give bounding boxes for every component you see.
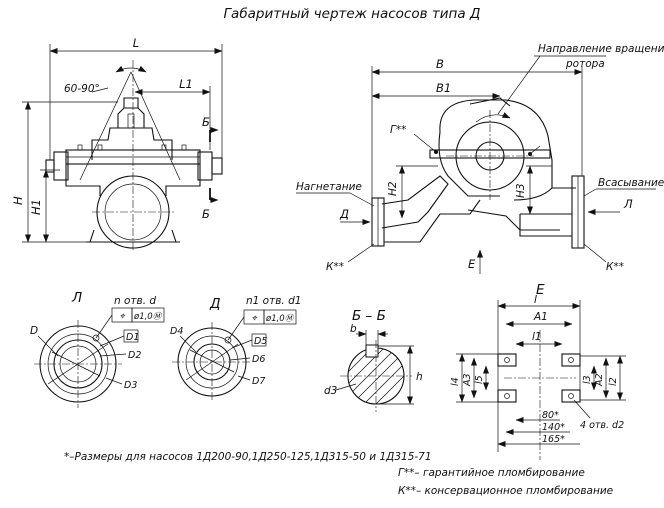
dim-A1-label: A1 bbox=[533, 311, 548, 323]
dim-D4-label: D4 bbox=[170, 326, 183, 337]
dim-H1-label: H1 bbox=[29, 199, 43, 215]
view-e-title: E bbox=[536, 282, 545, 298]
dim-L-label: L bbox=[133, 36, 139, 50]
dim-140-label: 140* bbox=[542, 422, 565, 433]
view-d-arrow-label: Д bbox=[339, 207, 349, 221]
dim-l4-label: l4 bbox=[450, 377, 461, 386]
g-note: Г**– гарантийное пломбирование bbox=[398, 467, 585, 479]
view-l-title: Л bbox=[71, 290, 82, 306]
dim-b-label: b bbox=[350, 323, 357, 335]
dim-H-label: H bbox=[11, 196, 25, 205]
dim-L1-label: L1 bbox=[179, 77, 193, 91]
dim-d3-label: d3 bbox=[324, 385, 337, 397]
section-bb-title: Б – Б bbox=[352, 308, 386, 324]
view-l-arrow-label: Л bbox=[623, 197, 633, 211]
dim-H2-label: H2 bbox=[387, 181, 399, 196]
seal-k-right-label: К** bbox=[606, 261, 624, 273]
section-mark-top: Б bbox=[202, 115, 210, 129]
seal-k-left-label: К** bbox=[326, 261, 344, 273]
view-l-tol-symbol: ⌖ bbox=[119, 311, 126, 322]
rotation-label-line2: ротора bbox=[565, 58, 605, 70]
drawing-title: Габаритный чертеж насосов типа Д bbox=[224, 6, 481, 22]
dim-l3-label: l3 bbox=[582, 375, 593, 384]
dim-D2-label: D2 bbox=[128, 350, 141, 361]
dim-D3-label: D3 bbox=[124, 380, 137, 391]
view-e-arrow-label: E bbox=[468, 257, 476, 271]
dim-H3-label: H3 bbox=[515, 183, 527, 198]
seal-g-label: Г** bbox=[390, 124, 406, 136]
suction-label: Всасывание bbox=[598, 177, 664, 189]
view-l-holes-label: n отв. d bbox=[114, 295, 156, 307]
view-d-tol-value: ø1,0Ⓜ bbox=[265, 313, 295, 324]
dim-l-label: l bbox=[534, 294, 537, 306]
dim-80-label: 80* bbox=[542, 410, 559, 421]
dim-D7-label: D7 bbox=[252, 376, 265, 387]
view-e-holes-label: 4 отв. d2 bbox=[580, 420, 624, 431]
dim-B1-label: B1 bbox=[436, 81, 451, 95]
section-bb: Б – Б b h d3 bbox=[324, 308, 423, 412]
front-view: L L1 60-90° H H1 bbox=[11, 36, 223, 252]
dim-l5-label: l5 bbox=[474, 375, 485, 384]
rotation-label-line1: Направление вращения bbox=[538, 43, 664, 55]
dim-h-label: h bbox=[416, 371, 423, 383]
view-e-base: E l A1 l1 l4 A3 l5 bbox=[450, 282, 626, 460]
view-d-tol-symbol: ⌖ bbox=[251, 313, 258, 324]
view-d-title: Д bbox=[209, 296, 221, 312]
dim-D-label: D bbox=[30, 325, 38, 337]
dim-D5-label: D5 bbox=[254, 336, 267, 347]
view-d-holes-label: n1 отв. d1 bbox=[246, 295, 301, 307]
view-l-flange: Л n отв. d ⌖ ø1,0Ⓜ D D1 D2 D3 bbox=[30, 290, 165, 408]
dim-l1-label: l1 bbox=[532, 331, 542, 343]
dim-l2-label: l2 bbox=[608, 377, 619, 386]
sizes-note: *–Размеры для насосов 1Д200-90,1Д250-125… bbox=[64, 451, 432, 463]
dim-B-label: B bbox=[436, 57, 444, 71]
k-note: К**– консервационное пломбирование bbox=[398, 485, 613, 497]
section-mark-bottom: Б bbox=[202, 207, 210, 221]
view-d-flange: Д n1 отв. d1 ⌖ ø1,0Ⓜ D4 D5 D6 D7 bbox=[170, 295, 301, 402]
side-view: B B1 Направление вращения ротора bbox=[296, 43, 664, 274]
dim-165-label: 165* bbox=[542, 434, 565, 445]
dim-A3-label: A3 bbox=[462, 373, 473, 387]
dim-A2-label: A2 bbox=[594, 373, 605, 387]
dim-D1-label: D1 bbox=[126, 332, 139, 343]
angle-label: 60-90° bbox=[64, 83, 100, 95]
discharge-label: Нагнетание bbox=[296, 181, 362, 193]
view-l-tol-value: ø1,0Ⓜ bbox=[133, 311, 163, 322]
dim-D6-label: D6 bbox=[252, 354, 265, 365]
